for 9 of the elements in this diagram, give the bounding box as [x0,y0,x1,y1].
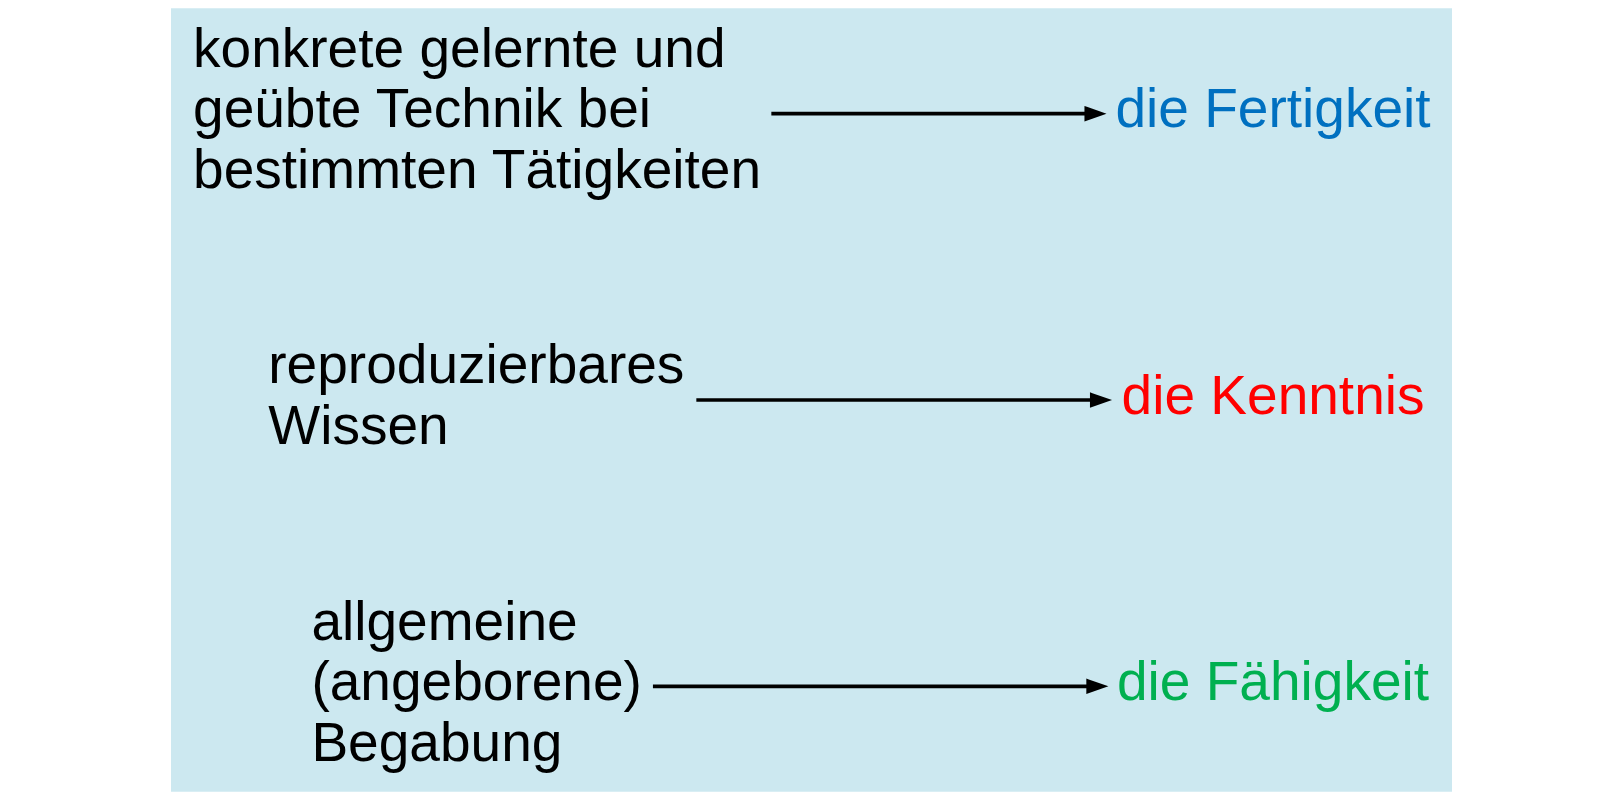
node-text: die Kenntnis [1121,363,1425,426]
node-text: die Fähigkeit [1117,650,1430,713]
node-text: die Fertigkeit [1115,77,1431,140]
arrow [652,678,1109,695]
node-text: allgemeine (angeborene) Begabung [311,589,642,773]
arrow [771,105,1107,122]
node-text: konkrete gelernte und geübte Technik bei bestimmten Tätigkeiten [193,16,762,201]
arrow [696,392,1113,408]
node-text: reproduzierbares Wissen [268,333,685,457]
